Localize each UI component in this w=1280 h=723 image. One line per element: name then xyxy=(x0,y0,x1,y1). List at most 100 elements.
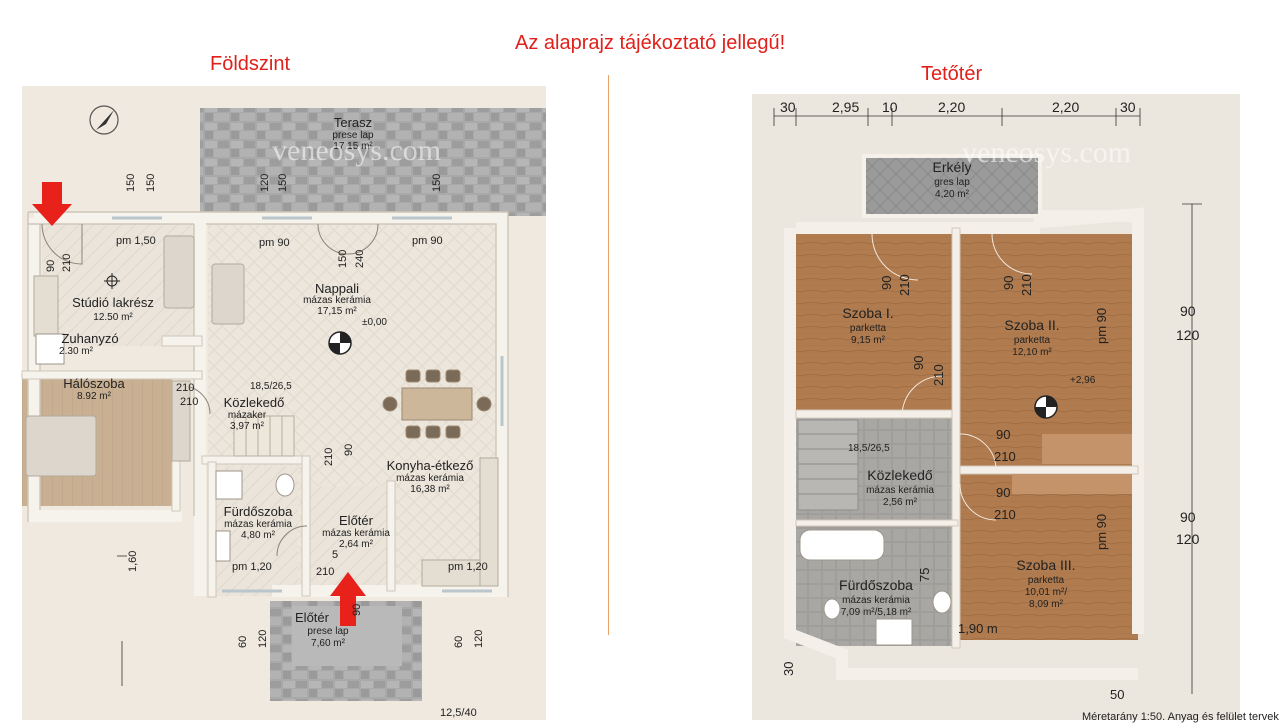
scale-note: Méretarány 1:50. Anyag és felület tervek xyxy=(1082,711,1279,723)
szoba1-area: 9,15 m² xyxy=(851,335,885,346)
attic-top-dim: 10 xyxy=(882,99,898,115)
konyha-name: Konyha-étkező xyxy=(386,458,474,473)
dim-label: 90 xyxy=(911,355,926,370)
attic-top-dim: 30 xyxy=(1120,99,1136,115)
dim-label: 90 xyxy=(996,427,1011,442)
szoba3-area: 10,01 m²/ xyxy=(1024,587,1068,598)
dim-label: 210 xyxy=(1019,274,1034,296)
dim-label: 1,60 xyxy=(127,550,139,572)
haloszoba-area: 8.92 m² xyxy=(77,391,111,402)
dim-label: 90 xyxy=(996,485,1011,500)
dim-label: 210 xyxy=(316,566,335,578)
kozlekedo-area: 3,97 m² xyxy=(230,421,264,432)
furdoszoba-area: 4,80 m² xyxy=(241,530,275,541)
zuhanyzo-area: 2.30 m² xyxy=(59,346,93,357)
eloter-area: 2,64 m² xyxy=(339,539,373,550)
ground-floor-plan: Terasz prese lap 17,15 m² Stúdió lakrész… xyxy=(21,86,546,720)
kozlekedo-name: Közlekedő xyxy=(223,395,285,410)
eloter-outer-material: prese lap xyxy=(307,626,349,637)
attic-level-mark: +2,96 xyxy=(1070,375,1096,386)
szoba3-material: parketta xyxy=(1027,575,1065,586)
konyha-material: mázas kerámia xyxy=(396,473,464,484)
erkely-area: 4,20 m² xyxy=(935,189,969,200)
szoba3-area2: 8,09 m² xyxy=(1029,599,1063,610)
attic-furdo-area: 7,09 m²/5,18 m² xyxy=(840,607,912,618)
dim-label: 210 xyxy=(180,396,199,408)
dim-label: 60 xyxy=(453,635,465,648)
dim-label: 90 xyxy=(45,259,57,272)
nappali-area: 17,15 m² xyxy=(317,306,357,317)
dim-label: 60 xyxy=(237,635,249,648)
dim-label: 30 xyxy=(781,661,796,676)
eloter-name: Előtér xyxy=(339,513,373,528)
dim-label: 90 xyxy=(343,443,355,456)
dim-label: 150 xyxy=(125,173,137,192)
dim-label: 5 xyxy=(332,549,339,561)
erkely-material: gres lap xyxy=(934,177,970,188)
ground-level-mark: ±0,00 xyxy=(362,317,387,328)
terasz-area: 17,15 m² xyxy=(333,141,373,152)
kozlekedo-material: mázaker xyxy=(227,410,267,421)
attic-top-dim: 2,20 xyxy=(1052,99,1080,115)
dim-label: 120 xyxy=(257,629,269,648)
attic-top-dim: 30 xyxy=(780,99,796,115)
dim-label: 150 xyxy=(145,173,157,192)
attic-kozlekedo-name: Közlekedő xyxy=(867,467,933,483)
dim-label: 120 xyxy=(1176,327,1200,343)
szoba3-name: Szoba III. xyxy=(1016,557,1076,573)
szoba2-area: 12,10 m² xyxy=(1012,347,1052,358)
dim-label: 210 xyxy=(61,253,73,272)
nappali-name: Nappali xyxy=(314,281,360,296)
pm-label: pm 1,20 xyxy=(448,561,488,573)
dim-label: 210 xyxy=(931,364,946,386)
dim-label: 120 xyxy=(259,173,271,192)
eloter-material: mázas kerámia xyxy=(322,528,390,539)
dim-label: 1,90 m xyxy=(958,621,998,636)
pm-label: pm 90 xyxy=(412,235,443,247)
dim-label: 75 xyxy=(917,567,932,582)
attic-top-dim: 2,20 xyxy=(938,99,966,115)
attic-plan: 30 2,95 10 2,20 2,20 30 Erkély gres lap … xyxy=(752,94,1279,723)
dim-label: 210 xyxy=(323,447,335,466)
notice-title: Az alaprajz tájékoztató jellegű! xyxy=(515,32,786,54)
attic-kozlekedo-material: mázas kerámia xyxy=(866,485,934,496)
divider-line xyxy=(608,75,609,635)
dim-label: 90 xyxy=(879,275,894,290)
ground-stair-ratio: 18,5/26,5 xyxy=(250,381,292,392)
dim-label: 210 xyxy=(994,507,1016,522)
attic-furdo-name: Fürdőszoba xyxy=(839,577,913,593)
dim-label: 210 xyxy=(176,382,195,394)
dim-label: 120 xyxy=(1176,531,1200,547)
szoba2-material: parketta xyxy=(1013,335,1051,346)
furdoszoba-material: mázas kerámia xyxy=(224,519,292,530)
dim-label: 150 xyxy=(337,249,349,268)
studio-name: Stúdió lakrész xyxy=(72,295,154,310)
eloter-outer-area: 7,60 m² xyxy=(311,638,345,649)
dim-label: 90 xyxy=(1180,509,1196,525)
studio-area: 12.50 m² xyxy=(93,312,133,323)
dim-label: pm 90 xyxy=(1094,513,1109,550)
dim-label: 150 xyxy=(431,173,443,192)
dim-label: pm 90 xyxy=(1094,307,1109,344)
pm-label: pm 90 xyxy=(259,237,290,249)
dim-label: 90 xyxy=(1180,303,1196,319)
konyha-area: 16,38 m² xyxy=(410,484,450,495)
ground-slope: 12,5/40 xyxy=(440,707,477,719)
dim-label: 90 xyxy=(351,603,363,616)
watermark: veneosys.com xyxy=(272,134,442,167)
ground-floor-drawing xyxy=(21,105,546,701)
watermark: veneosys.com xyxy=(962,136,1132,169)
haloszoba-name: Hálószoba xyxy=(63,376,125,391)
szoba1-name: Szoba I. xyxy=(842,305,894,321)
attic-top-dim: 2,95 xyxy=(832,99,860,115)
zuhanyzo-name: Zuhanyzó xyxy=(61,331,119,346)
szoba2-name: Szoba II. xyxy=(1004,317,1060,333)
attic-furdo-material: mázas kerámia xyxy=(842,595,910,606)
dim-label: 50 xyxy=(1110,687,1125,702)
attic-stair-ratio: 18,5/26,5 xyxy=(848,443,890,454)
terasz-material: prese lap xyxy=(332,130,374,141)
eloter-outer-name: Előtér xyxy=(295,610,329,625)
attic-drawing xyxy=(773,108,1202,694)
furdoszoba-name: Fürdőszoba xyxy=(223,504,293,519)
dim-label: 150 xyxy=(277,173,289,192)
